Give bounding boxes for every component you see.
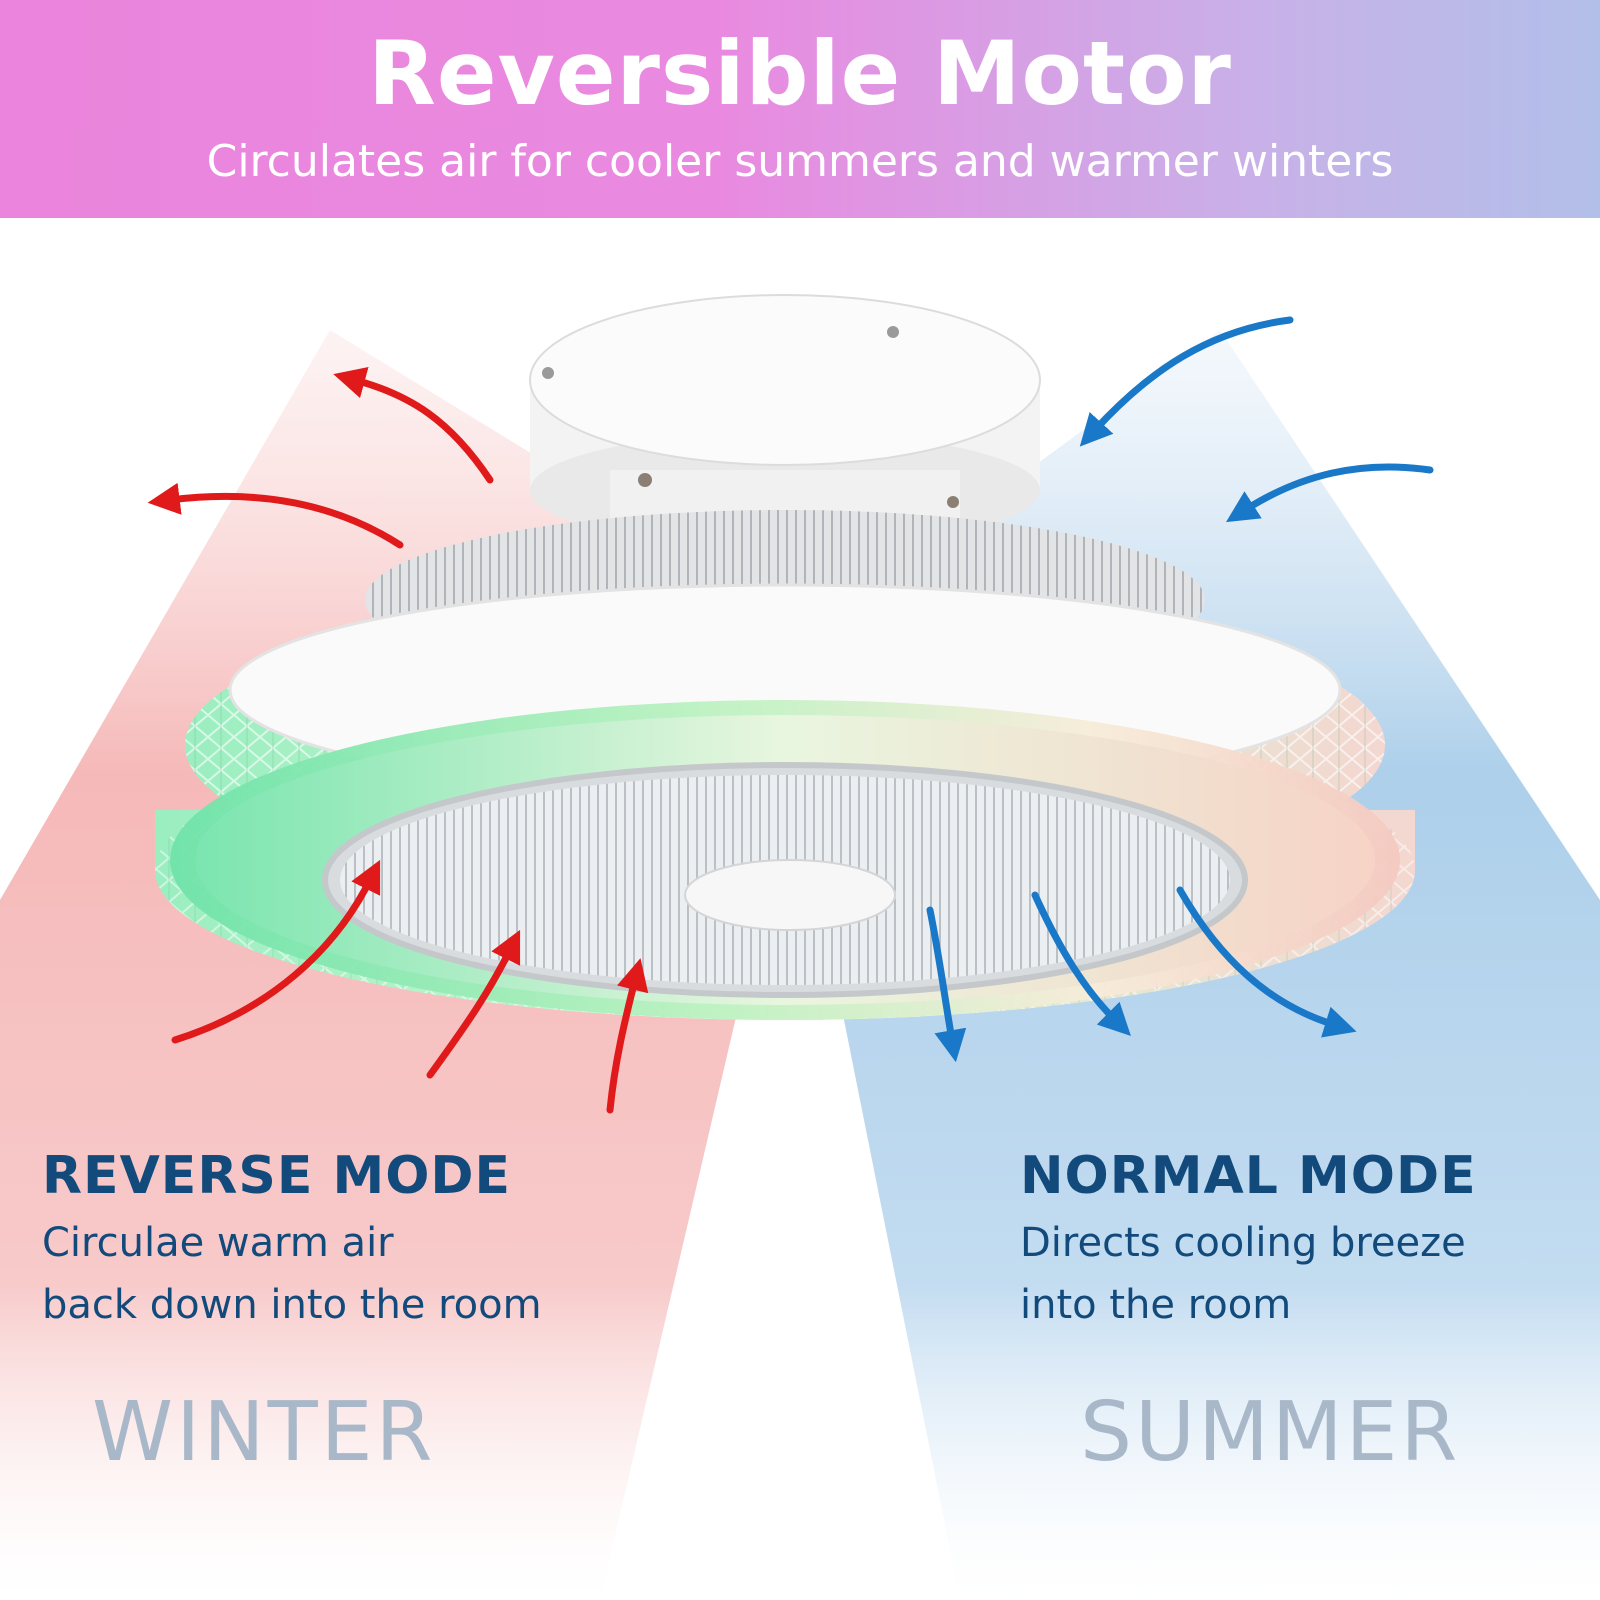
red-arrow-icon (171, 859, 381, 1044)
red-arrow-icon (426, 929, 521, 1079)
normal-airflow-arrows (926, 316, 1434, 1063)
normal-mode-line2: into the room (1020, 1282, 1292, 1328)
blue-arrow-icon (1176, 886, 1357, 1038)
red-arrow-icon (333, 367, 494, 484)
reverse-airflow-arrows (147, 367, 649, 1114)
blue-arrow-icon (1225, 463, 1434, 523)
red-arrow-icon (606, 958, 649, 1114)
blue-arrow-icon (1079, 316, 1294, 447)
reverse-mode-line1: Circulae warm air (42, 1220, 394, 1266)
normal-mode-line1: Directs cooling breeze (1020, 1220, 1466, 1266)
normal-mode-title: NORMAL MODE (1020, 1146, 1477, 1206)
banner-title: Reversible Motor (368, 22, 1232, 125)
blue-arrow-icon (1031, 891, 1131, 1036)
banner-subtitle: Circulates air for cooler summers and wa… (206, 136, 1394, 187)
blue-arrow-icon (926, 906, 967, 1063)
reverse-mode-line2: back down into the room (42, 1282, 542, 1328)
normal-mode-block: NORMAL MODE Directs cooling breeze into … (1020, 1146, 1477, 1330)
winter-label: WINTER (92, 1385, 436, 1480)
reverse-mode-title: REVERSE MODE (42, 1146, 512, 1206)
title-banner: Reversible Motor Circulates air for cool… (0, 0, 1600, 218)
red-arrow-icon (147, 482, 404, 549)
fan-light-body (155, 583, 1415, 1020)
reverse-mode-block: REVERSE MODE Circulae warm air back down… (42, 1146, 542, 1330)
summer-label: SUMMER (1080, 1385, 1461, 1480)
